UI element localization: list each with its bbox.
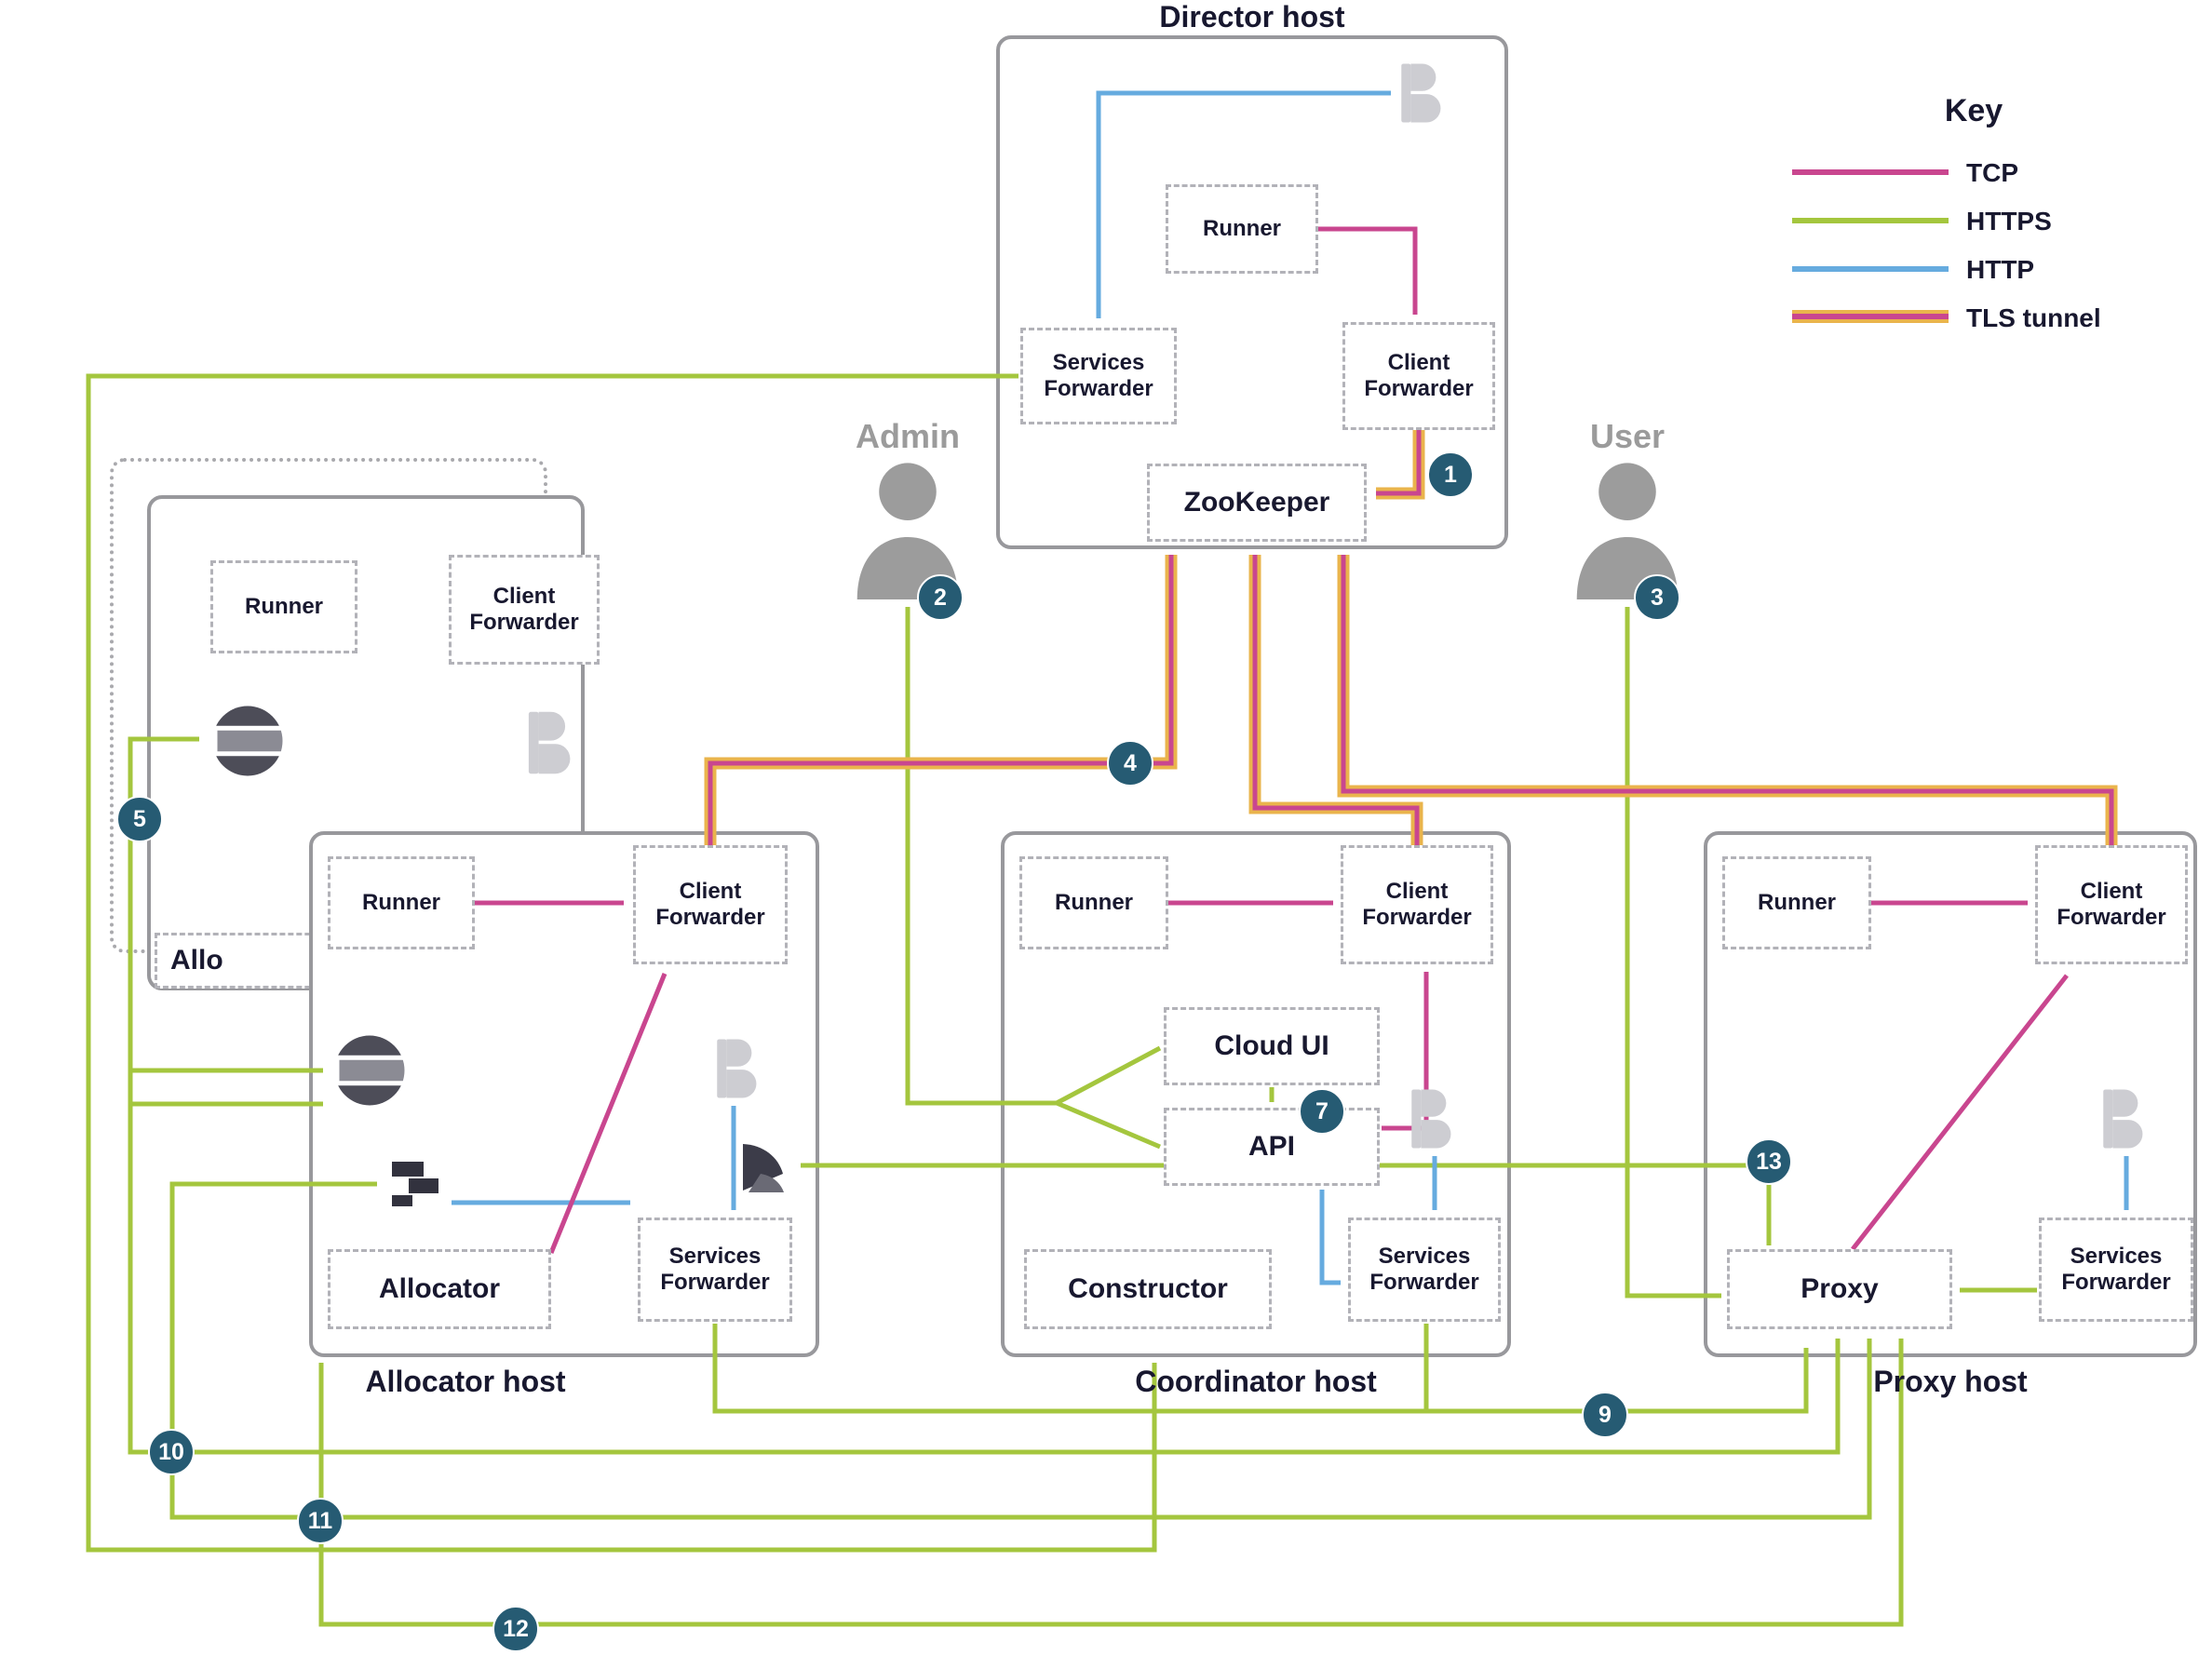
http-api-to-sf-coordinator bbox=[1319, 1190, 1341, 1285]
step-badge-13: 13 bbox=[1746, 1138, 1792, 1185]
stack-client-forwarder-box: Client Forwarder bbox=[449, 555, 600, 665]
director-runner-box: Runner bbox=[1166, 184, 1318, 274]
kibana-icon bbox=[732, 1138, 791, 1203]
allocator-client-forwarder-label: Client Forwarder bbox=[655, 878, 765, 930]
cloud-ui-label: Cloud UI bbox=[1214, 1030, 1329, 1062]
user-label: User bbox=[1589, 417, 1666, 455]
constructor-box: Constructor bbox=[1024, 1249, 1272, 1329]
allocator-host-title: Allocator host bbox=[365, 1365, 566, 1398]
allocator-box: Allocator bbox=[328, 1249, 551, 1329]
proxy-host-title: Proxy host bbox=[1873, 1365, 2028, 1398]
https-user-to-proxy bbox=[1625, 607, 1721, 1298]
legend-http-line bbox=[1792, 266, 1949, 272]
https-sf-to-proxy-host bbox=[712, 1324, 1809, 1414]
tls-cf-to-zookeeper bbox=[1376, 430, 1422, 496]
legend-title: Key bbox=[1944, 93, 2003, 128]
coordinator-client-forwarder-label: Client Forwarder bbox=[1362, 878, 1472, 930]
legend-https-line bbox=[1792, 218, 1949, 223]
step-badge-12: 12 bbox=[492, 1606, 539, 1652]
director-services-forwarder-box: Services Forwarder bbox=[1020, 328, 1177, 424]
proxy-services-forwarder-label: Services Forwarder bbox=[2061, 1243, 2171, 1295]
tls-allocator-cf-to-zookeeper bbox=[708, 555, 1174, 845]
https-director-sf-loop bbox=[86, 373, 1157, 1553]
beats-icon bbox=[1391, 60, 1458, 131]
proxy-services-forwarder-box: Services Forwarder bbox=[2039, 1218, 2193, 1322]
https-proxy-to-allocator-host bbox=[318, 1339, 1904, 1627]
api-label: API bbox=[1248, 1131, 1295, 1163]
beats-icon bbox=[707, 1035, 774, 1107]
legend-tcp-label: TCP bbox=[1966, 158, 2018, 187]
legend-https-label: HTTPS bbox=[1966, 207, 2052, 235]
elasticsearch-icon bbox=[210, 704, 285, 783]
beats-icon bbox=[1401, 1085, 1468, 1157]
allocator-client-forwarder-box: Client Forwarder bbox=[633, 845, 788, 964]
elasticsearch-icon bbox=[332, 1033, 407, 1112]
app-icon bbox=[386, 1154, 446, 1218]
proxy-box: Proxy bbox=[1727, 1249, 1952, 1329]
stack-runner-box: Runner bbox=[210, 560, 357, 653]
constructor-label: Constructor bbox=[1068, 1273, 1228, 1305]
api-box: API bbox=[1164, 1108, 1380, 1186]
coordinator-client-forwarder-box: Client Forwarder bbox=[1341, 845, 1493, 964]
step-badge-1: 1 bbox=[1427, 451, 1474, 498]
step-badge-7: 7 bbox=[1299, 1088, 1345, 1135]
coordinator-services-forwarder-label: Services Forwarder bbox=[1369, 1243, 1479, 1295]
step-badge-5: 5 bbox=[116, 796, 163, 842]
step-badge-10: 10 bbox=[148, 1429, 195, 1475]
https-admin-to-api bbox=[1056, 1100, 1161, 1150]
coordinator-runner-label: Runner bbox=[1055, 889, 1133, 915]
director-client-forwarder-box: Client Forwarder bbox=[1342, 322, 1495, 430]
proxy-runner-label: Runner bbox=[1758, 889, 1836, 915]
director-host-title: Director host bbox=[1159, 0, 1345, 34]
zookeeper-box: ZooKeeper bbox=[1147, 464, 1367, 542]
legend-tls-line bbox=[1792, 310, 1949, 323]
stack-allocator-label: Allo bbox=[170, 945, 223, 976]
beats-icon bbox=[518, 707, 588, 783]
proxy-client-forwarder-box: Client Forwarder bbox=[2035, 845, 2188, 964]
allocator-runner-box: Runner bbox=[328, 856, 475, 949]
admin-label: Admin bbox=[856, 417, 960, 455]
https-proxy-to-app bbox=[169, 1181, 1872, 1520]
tls-coordinator-cf-to-zookeeper bbox=[1252, 555, 1420, 845]
director-services-forwarder-label: Services Forwarder bbox=[1044, 349, 1153, 401]
cloud-ui-box: Cloud UI bbox=[1164, 1007, 1380, 1085]
allocator-runner-label: Runner bbox=[362, 889, 440, 915]
tcp-allocator-to-cf bbox=[548, 973, 668, 1254]
https-admin-to-cloud-ui bbox=[1055, 1045, 1162, 1106]
proxy-client-forwarder-label: Client Forwarder bbox=[2057, 878, 2166, 930]
tcp-proxy-to-cf bbox=[1851, 974, 2069, 1251]
tcp-runner-to-cf-director bbox=[1318, 226, 1418, 315]
legend-http-label: HTTP bbox=[1966, 255, 2035, 284]
allocator-box-label: Allocator bbox=[378, 1273, 501, 1305]
step-badge-3: 3 bbox=[1634, 574, 1680, 621]
proxy-box-label: Proxy bbox=[1801, 1273, 1879, 1305]
zookeeper-label: ZooKeeper bbox=[1183, 487, 1330, 518]
legend-tls-line-core bbox=[1792, 314, 1949, 319]
step-badge-4: 4 bbox=[1107, 740, 1153, 787]
https-proxy-to-stack-es bbox=[128, 736, 1841, 1455]
legend-tcp-line bbox=[1792, 169, 1949, 175]
allocator-services-forwarder-box: Services Forwarder bbox=[638, 1218, 792, 1322]
step-badge-2: 2 bbox=[917, 574, 964, 621]
director-runner-label: Runner bbox=[1203, 215, 1281, 241]
beats-icon bbox=[2093, 1085, 2160, 1157]
stack-client-forwarder-label: Client Forwarder bbox=[469, 583, 579, 635]
stack-runner-label: Runner bbox=[245, 593, 323, 619]
director-client-forwarder-label: Client Forwarder bbox=[1364, 349, 1474, 401]
coordinator-services-forwarder-box: Services Forwarder bbox=[1348, 1218, 1501, 1322]
proxy-runner-box: Runner bbox=[1722, 856, 1871, 949]
coordinator-runner-box: Runner bbox=[1019, 856, 1168, 949]
legend-tls-label: TLS tunnel bbox=[1966, 303, 2101, 332]
https-admin-line bbox=[905, 607, 1057, 1106]
coordinator-host-title: Coordinator host bbox=[1135, 1365, 1377, 1398]
http-beats-to-sf-director bbox=[1096, 90, 1391, 318]
allocator-services-forwarder-label: Services Forwarder bbox=[660, 1243, 770, 1295]
step-badge-9: 9 bbox=[1582, 1392, 1628, 1438]
tls-proxy-cf-to-zookeeper bbox=[1341, 555, 2114, 845]
step-badge-11: 11 bbox=[297, 1498, 344, 1544]
